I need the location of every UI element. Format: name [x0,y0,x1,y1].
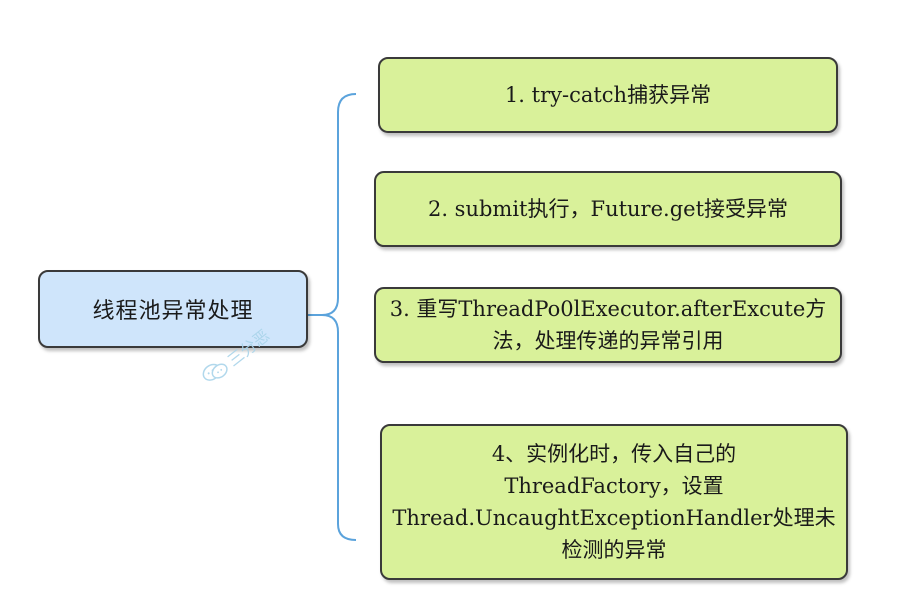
branch-2-line-1: 2. submit执行，Future.get接受异常 [427,197,789,221]
wechat-icon [202,363,228,381]
root-label: 线程池异常处理 [92,299,254,324]
branch-node-4[interactable]: 4、实例化时，传入自己的 ThreadFactory，设置 Thread.Unc… [380,424,848,580]
branch-node-3[interactable]: 3. 重写ThreadPo0lExecutor.afterExcute方 法，处… [374,287,842,363]
branch-node-2[interactable]: 2. submit执行，Future.get接受异常 [374,171,842,247]
branch-3-line-2: 法，处理传递的异常引用 [492,329,724,353]
brace-path [321,93,357,541]
branch-1-line-1: 1. try-catch捕获异常 [504,83,712,107]
branch-4-line-1: 4、实例化时，传入自己的 [491,442,737,466]
branch-4-line-4: 检测的异常 [561,538,667,562]
root-node[interactable]: 线程池异常处理 [38,270,308,348]
branch-3-line-1: 3. 重写ThreadPo0lExecutor.afterExcute方 [389,297,827,321]
branch-node-1[interactable]: 1. try-catch捕获异常 [378,57,838,133]
branch-4-line-3: Thread.UncaughtExceptionHandler处理未 [392,506,836,530]
branch-4-line-2: ThreadFactory，设置 [504,474,724,498]
watermark: 三分恶 [198,323,274,390]
